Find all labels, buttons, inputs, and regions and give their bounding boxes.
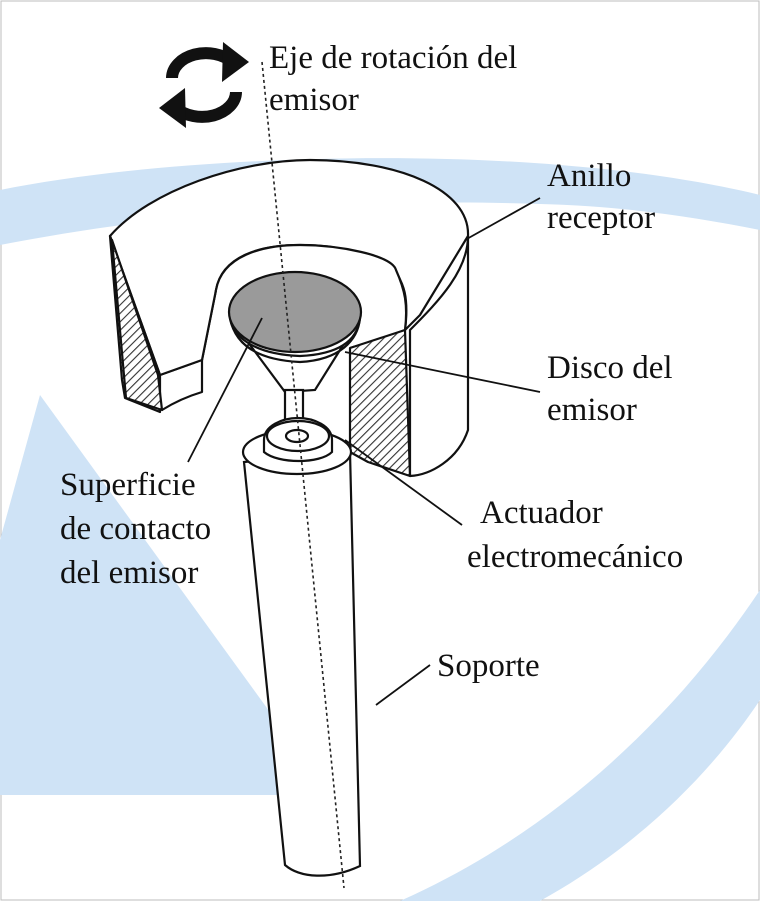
- support-column: [242, 450, 362, 877]
- label-actuator-line2: electromecánico: [467, 539, 684, 575]
- label-support: Soporte: [437, 648, 540, 684]
- watermark-triangle: [0, 395, 330, 795]
- emitter-disc: [227, 270, 363, 440]
- label-axis-line2: emisor: [269, 82, 359, 118]
- label-ring-line1: Anillo: [547, 158, 632, 194]
- rotation-axis-line: [261, 61, 345, 889]
- label-actuator-line1: Actuador: [480, 495, 603, 531]
- leader-contact: [187, 317, 263, 463]
- leader-disc: [344, 351, 541, 393]
- ring-left-bottom: [161, 360, 204, 411]
- leader-ring: [464, 197, 541, 241]
- label-ring-line2: receptor: [547, 200, 656, 236]
- leader-actuator: [344, 439, 463, 526]
- label-contact-line1: Superficie: [60, 467, 196, 503]
- rotate-arrows-icon: [159, 42, 249, 128]
- label-disc-line2: emisor: [547, 392, 637, 428]
- receptor-ring: [108, 158, 470, 478]
- label-axis-line1: Eje de rotación del: [269, 40, 518, 76]
- contact-surface: [227, 270, 363, 354]
- label-contact-line3: del emisor: [60, 555, 199, 591]
- ring-right-cut-face: [348, 328, 412, 478]
- ring-outer-wall: [408, 234, 470, 478]
- leader-support: [375, 664, 431, 706]
- actuator-core: [284, 428, 310, 444]
- leader-lines: [187, 197, 541, 706]
- actuator-and-support: [241, 416, 362, 877]
- watermark-right-arc: [400, 590, 760, 901]
- label-disc-line1: Disco del: [547, 350, 673, 386]
- label-contact-line2: de contacto: [60, 511, 212, 547]
